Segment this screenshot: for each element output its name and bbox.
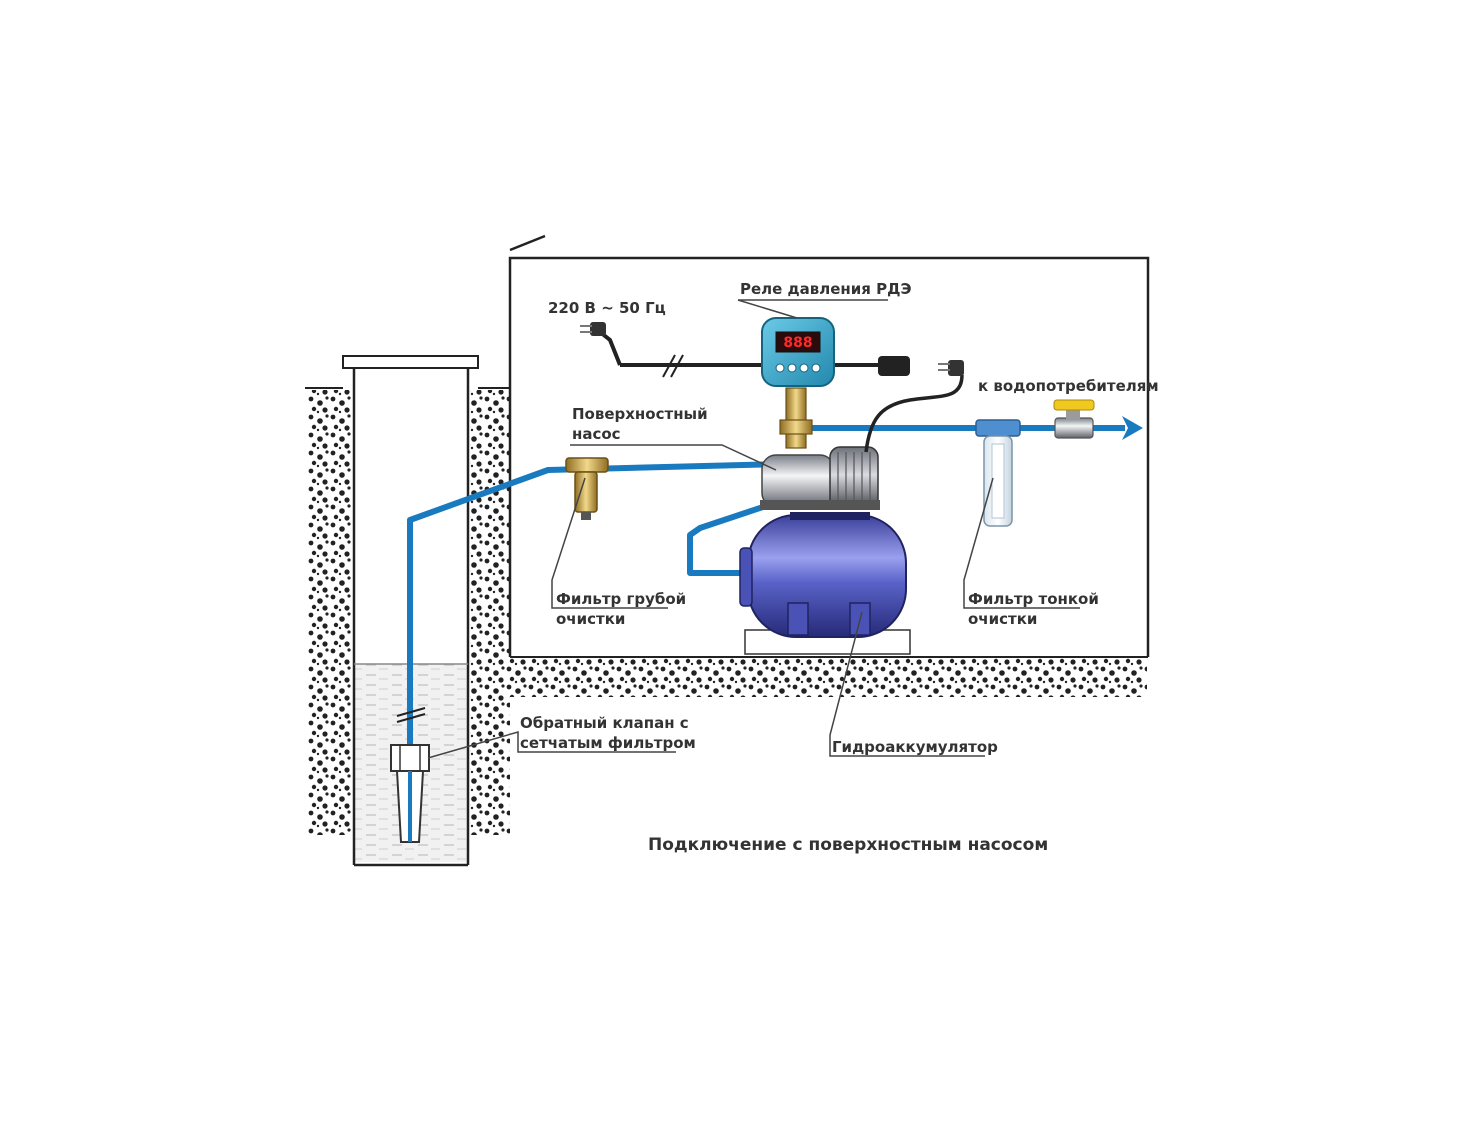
suction-pipe	[407, 461, 781, 842]
coarse-filter	[565, 457, 609, 520]
label-fine-line1: Фильтр тонкой	[968, 590, 1099, 608]
label-pump-line2: насос	[572, 425, 621, 443]
label-consumers: к водопотребителям	[978, 377, 1159, 395]
diagram-caption: Подключение с поверхностным насосом	[648, 835, 1048, 855]
label-coarse-line1: Фильтр грубой	[556, 590, 686, 608]
check-valve	[390, 744, 430, 843]
label-check-line1: Обратный клапан с	[520, 714, 689, 732]
label-coarse-line2: очистки	[556, 610, 625, 628]
tank-feed-pipe	[687, 500, 776, 576]
labels: 220 В ~ 50 Гц Реле давления РДЭ Поверхно…	[520, 280, 1159, 855]
fine-filter	[975, 419, 1021, 527]
flow-arrow	[1122, 416, 1143, 440]
leader-lines	[427, 299, 1080, 759]
ball-valve	[1053, 399, 1095, 439]
ground	[305, 387, 1147, 835]
label-check-line2: сетчатым фильтром	[520, 734, 696, 752]
pump-cable	[864, 360, 964, 453]
label-power: 220 В ~ 50 Гц	[548, 299, 666, 317]
label-accumulator: Гидроаккумулятор	[832, 738, 998, 756]
relay-display: 888	[783, 335, 812, 351]
label-relay: Реле давления РДЭ	[740, 280, 912, 298]
surface-pump	[760, 387, 880, 510]
pressure-relay: 888	[580, 317, 910, 387]
accumulator-tank	[739, 512, 911, 655]
label-pump-line1: Поверхностный	[572, 405, 708, 423]
house	[508, 234, 1150, 658]
label-fine-line2: очистки	[968, 610, 1037, 628]
